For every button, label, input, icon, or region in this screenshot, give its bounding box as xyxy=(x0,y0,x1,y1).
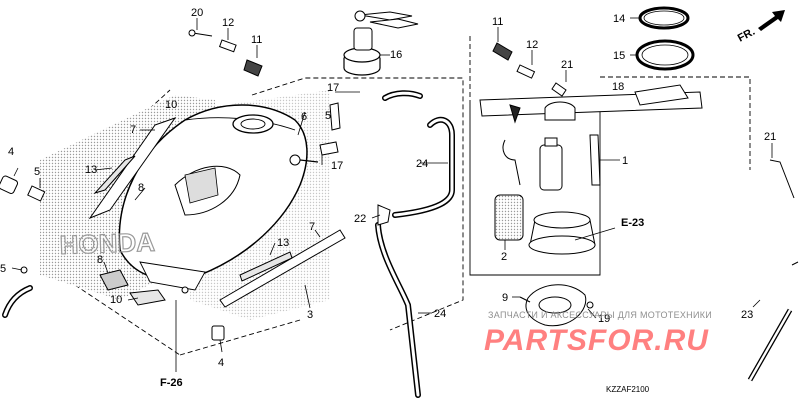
callout-10: 10 xyxy=(110,294,122,306)
leader-lines xyxy=(11,17,773,372)
diagram-code: KZZAF2100 xyxy=(606,385,650,394)
callout-3: 3 xyxy=(307,309,313,321)
callout-19: 20 xyxy=(191,7,203,19)
callout-6: 6 xyxy=(301,111,307,123)
fuel-hoses-inner xyxy=(3,91,454,397)
gaskets-and-strips xyxy=(88,102,346,308)
callout-11: 11 xyxy=(251,34,262,46)
callout-7: 7 xyxy=(130,124,136,136)
callout-24: 24 xyxy=(434,308,446,320)
callout-13: 13 xyxy=(85,164,97,176)
fuel-tank xyxy=(118,104,319,294)
watermark-logo: PARTSFOR.RU xyxy=(484,324,709,357)
callout-4: 4 xyxy=(218,357,224,369)
ref-f26: F-26 xyxy=(160,377,183,389)
callout-8: 8 xyxy=(138,182,144,194)
tee-joint xyxy=(377,204,391,226)
callout-10: 10 xyxy=(165,99,177,111)
callout-11: 11 xyxy=(492,16,503,28)
callout-14: 14 xyxy=(613,13,625,25)
watermark: ЗАПЧАСТИ И АКСЕССУАРЫ ДЛЯ МОТОТЕХНИКИ PA… xyxy=(484,310,712,357)
fuel-cap xyxy=(343,27,381,76)
fuel-pump-assembly xyxy=(479,84,703,255)
callout-5: 5 xyxy=(34,166,40,178)
callout-18: 18 xyxy=(612,81,624,93)
callout-1: 1 xyxy=(622,155,628,167)
callout-5: 5 xyxy=(325,110,331,122)
pump-mounting-plate xyxy=(519,284,594,327)
tank-emboss-text: HONDA xyxy=(59,227,156,260)
callout-2: 2 xyxy=(501,251,507,263)
callout-22: 22 xyxy=(354,213,366,225)
fuel-pump-frame xyxy=(469,100,601,276)
callout-21: 21 xyxy=(764,131,776,143)
callout-17: 17 xyxy=(331,160,343,172)
callout-13: 13 xyxy=(277,237,289,249)
callout-labels: 20 12 11 16 10 17 6 5 7 17 4 5 13 8 7 13… xyxy=(0,7,776,369)
callout-16: 16 xyxy=(390,49,402,61)
callout-5: 5 xyxy=(0,263,6,275)
ref-fr: FR. xyxy=(736,26,757,45)
callout-20: 19 xyxy=(598,313,610,325)
callout-7: 7 xyxy=(309,221,315,233)
ref-e23: E-23 xyxy=(621,217,644,229)
callout-24: 24 xyxy=(416,158,428,170)
callout-9: 9 xyxy=(502,292,508,304)
seal-rings xyxy=(635,6,695,71)
callout-19: 21 xyxy=(561,59,573,71)
callout-23: 23 xyxy=(741,309,753,321)
callout-8: 8 xyxy=(97,254,103,266)
callout-12: 12 xyxy=(526,39,538,51)
right-fasteners xyxy=(492,42,799,266)
front-direction-arrow xyxy=(758,10,785,31)
callout-12: 12 xyxy=(222,17,234,29)
callout-17: 17 xyxy=(327,82,339,94)
callout-15: 15 xyxy=(613,50,625,62)
callout-4: 4 xyxy=(8,146,14,158)
watermark-caption: ЗАПЧАСТИ И АКСЕССУАРЫ ДЛЯ МОТОТЕХНИКИ xyxy=(488,310,712,320)
left-fasteners xyxy=(0,29,263,341)
ignition-keys xyxy=(354,10,419,29)
